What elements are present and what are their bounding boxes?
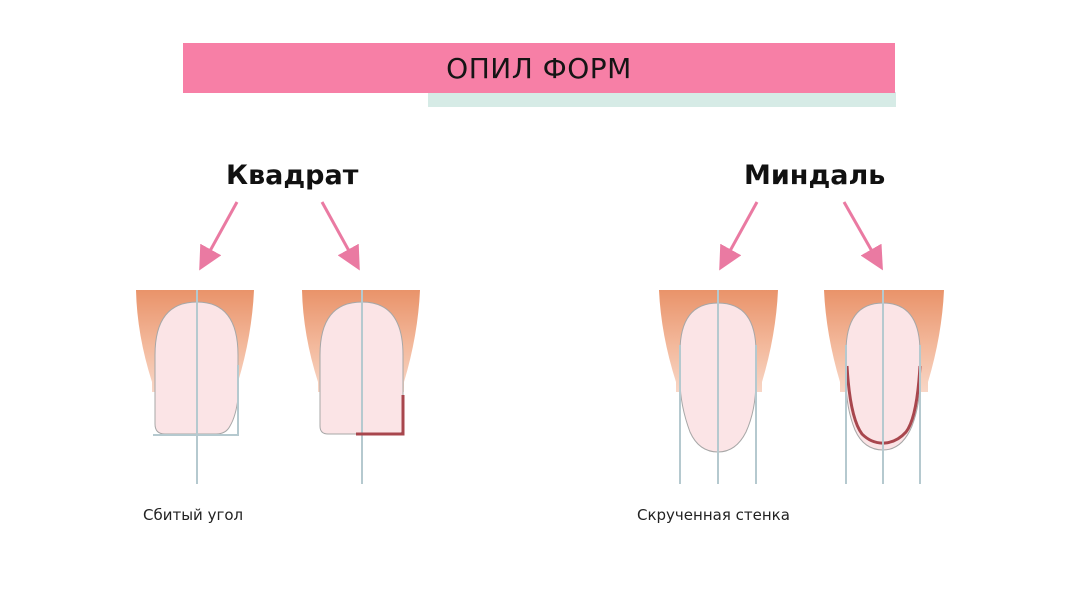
page-title: ОПИЛ ФОРМ: [446, 51, 632, 85]
title-banner: ОПИЛ ФОРМ: [183, 43, 895, 93]
nail-almond-twisted-wall: [659, 290, 778, 484]
arrow-almond-right: [842, 201, 883, 271]
title-banner-shadow: [428, 92, 896, 107]
caption-knocked-corner: Сбитый угол: [143, 506, 244, 524]
caption-twisted-wall: Скрученная стенка: [637, 506, 790, 524]
arrow-square-left: [199, 201, 239, 271]
arrows: [199, 201, 883, 271]
arrow-square-right: [320, 201, 360, 271]
nail-square-corrected: [302, 290, 420, 484]
heading-almond: Миндаль: [744, 160, 886, 191]
heading-square: Квадрат: [226, 160, 359, 191]
arrow-almond-left: [719, 201, 759, 271]
nail-almond-corrected: [824, 290, 944, 484]
nail-square-knocked-corner: [136, 290, 254, 484]
